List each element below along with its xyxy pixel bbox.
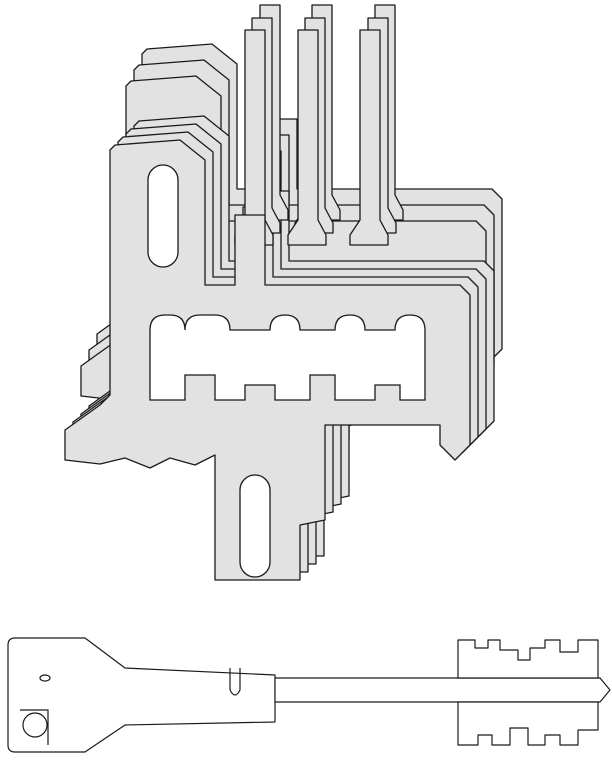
lever-fingers — [234, 4, 404, 246]
gate-window — [149, 314, 426, 401]
lower-slot — [239, 474, 271, 578]
lever-front — [64, 139, 471, 581]
key-shank — [274, 677, 611, 703]
key-bit-upper — [457, 639, 599, 679]
key-notch — [229, 668, 241, 696]
key — [7, 637, 611, 753]
key-bow — [7, 637, 276, 753]
key-dot — [39, 674, 51, 682]
upper-slot — [147, 164, 179, 268]
key-bow-detail — [20, 709, 49, 745]
key-bow-hole — [22, 712, 48, 738]
key-bit-lower — [457, 701, 599, 746]
